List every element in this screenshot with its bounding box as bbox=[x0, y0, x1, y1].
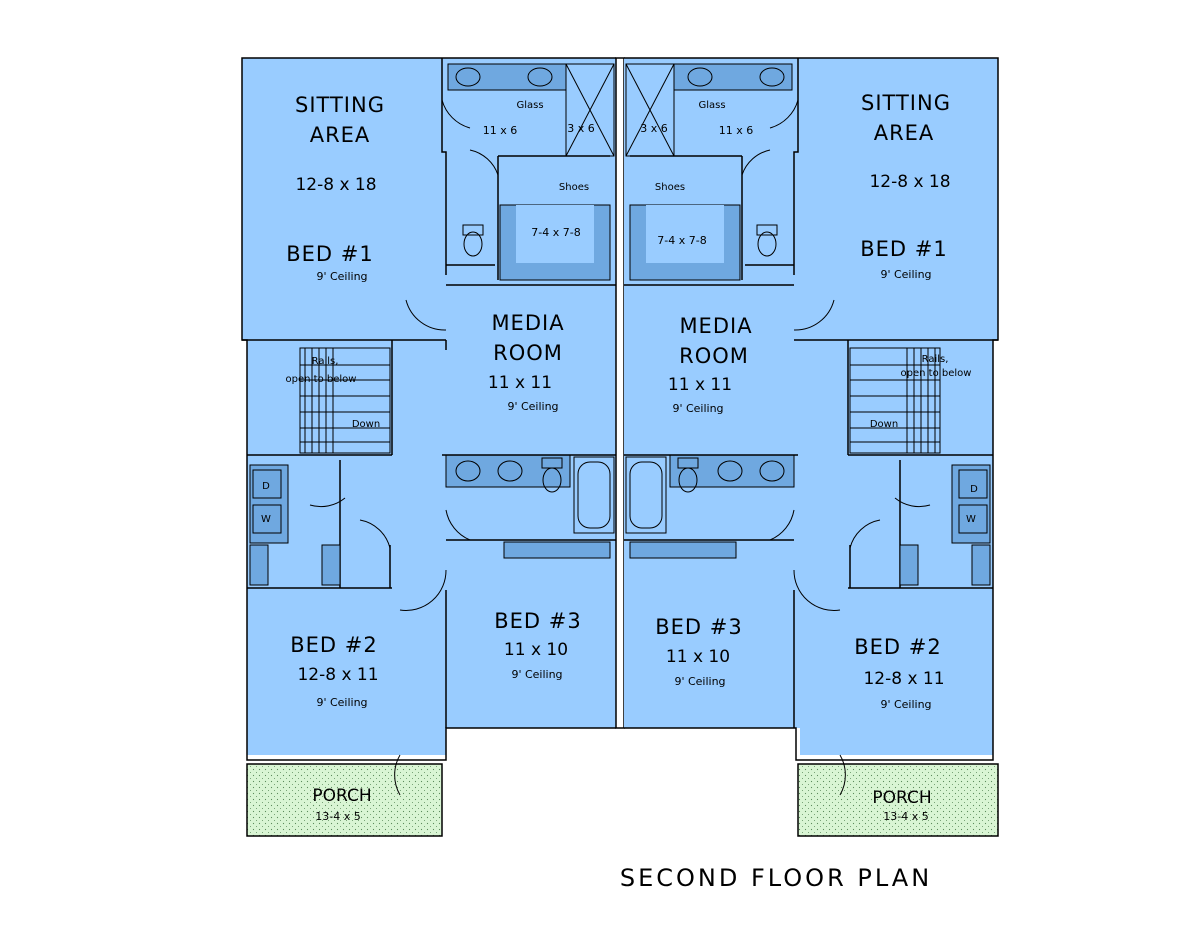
sink-icon bbox=[455, 460, 481, 482]
sink-icon bbox=[759, 460, 785, 482]
unit-right: SITTING AREA 12-8 x 18 BED #1 9' Ceiling… bbox=[624, 57, 999, 837]
dryer bbox=[252, 469, 282, 499]
washer-label: W bbox=[261, 514, 271, 525]
sitting-area-dimensions: 12-8 x 18 bbox=[295, 175, 376, 195]
bed3-dimensions: 11 x 10 bbox=[504, 640, 568, 660]
bath-dimensions: 11 x 6 bbox=[483, 124, 518, 137]
staircase bbox=[849, 347, 941, 454]
porch-area bbox=[797, 763, 999, 837]
sink-icon bbox=[497, 460, 523, 482]
unit-left: SITTING AREA 12-8 x 18 BED #1 9' Ceiling… bbox=[241, 57, 616, 837]
sitting-area-label: AREA bbox=[310, 123, 371, 147]
porch-area bbox=[246, 763, 443, 837]
shower-dimensions: 3 x 6 bbox=[567, 122, 595, 135]
bed2-dimensions: 12-8 x 11 bbox=[297, 665, 378, 685]
toilet-icon bbox=[462, 224, 484, 257]
porch-label: PORCH bbox=[872, 788, 931, 808]
sink-icon bbox=[759, 67, 785, 87]
toilet-icon bbox=[756, 224, 778, 257]
bathtub bbox=[625, 456, 667, 534]
toilet-icon bbox=[677, 457, 699, 493]
media-room-ceiling: 9' Ceiling bbox=[672, 402, 723, 415]
bed3-label: BED #3 bbox=[655, 615, 742, 639]
media-room-dimensions: 11 x 11 bbox=[488, 373, 552, 393]
bed3-label: BED #3 bbox=[494, 609, 581, 633]
open-below-note: open to below bbox=[286, 374, 357, 385]
closet-shelf bbox=[971, 544, 991, 586]
stair-down-label: Down bbox=[352, 419, 380, 430]
closet-shelf bbox=[249, 544, 269, 586]
sitting-area-label: SITTING bbox=[295, 93, 385, 117]
closet-dimensions: 7-4 x 7-8 bbox=[531, 226, 580, 239]
media-room-dimensions: 11 x 11 bbox=[668, 375, 732, 395]
glass-label: Glass bbox=[516, 100, 543, 111]
plan-title: SECOND FLOOR PLAN bbox=[620, 864, 932, 892]
bed1-ceiling: 9' Ceiling bbox=[880, 268, 931, 281]
bed1-ceiling: 9' Ceiling bbox=[316, 270, 367, 283]
sink-icon bbox=[687, 67, 713, 87]
bed3-ceiling: 9' Ceiling bbox=[511, 668, 562, 681]
open-below-note: open to below bbox=[901, 368, 972, 379]
media-room-label: ROOM bbox=[679, 344, 749, 368]
porch-dimensions: 13-4 x 5 bbox=[883, 810, 928, 823]
rails-note: Rails, bbox=[922, 354, 949, 365]
sitting-area-label: AREA bbox=[874, 121, 935, 145]
media-room-label: MEDIA bbox=[491, 311, 564, 335]
bed1-label: BED #1 bbox=[286, 242, 373, 266]
shoes-label: Shoes bbox=[655, 182, 685, 193]
bath-dimensions: 11 x 6 bbox=[719, 124, 754, 137]
closet-shelf bbox=[321, 544, 341, 586]
sitting-area-dimensions: 12-8 x 18 bbox=[869, 172, 950, 192]
vanity-counter-2 bbox=[669, 454, 795, 488]
closet-shelf bbox=[503, 541, 611, 559]
media-room-label: ROOM bbox=[493, 341, 563, 365]
dryer-label: D bbox=[970, 484, 978, 495]
bed2-label: BED #2 bbox=[290, 633, 377, 657]
closet-shelf bbox=[899, 544, 919, 586]
vanity-counter-2 bbox=[445, 454, 571, 488]
glass-label: Glass bbox=[698, 100, 725, 111]
washer bbox=[958, 504, 988, 534]
bed2-ceiling: 9' Ceiling bbox=[880, 698, 931, 711]
bed3-ceiling: 9' Ceiling bbox=[674, 675, 725, 688]
bed2-dimensions: 12-8 x 11 bbox=[863, 669, 944, 689]
exterior-wall bbox=[241, 57, 616, 761]
shoes-label: Shoes bbox=[559, 182, 589, 193]
sitting-area-label: SITTING bbox=[861, 91, 951, 115]
bed2-ceiling: 9' Ceiling bbox=[316, 696, 367, 709]
exterior-wall bbox=[624, 57, 999, 761]
laundry-counter bbox=[951, 464, 991, 544]
sink-icon bbox=[717, 460, 743, 482]
toilet-icon bbox=[541, 457, 563, 493]
rails-note: Rails, bbox=[312, 356, 339, 367]
washer-label: W bbox=[966, 514, 976, 525]
closet-dimensions: 7-4 x 7-8 bbox=[657, 234, 706, 247]
bed3-dimensions: 11 x 10 bbox=[666, 647, 730, 667]
sink-icon bbox=[527, 67, 553, 87]
staircase bbox=[299, 347, 391, 454]
media-room-label: MEDIA bbox=[679, 314, 752, 338]
sink-icon bbox=[455, 67, 481, 87]
porch-dimensions: 13-4 x 5 bbox=[315, 810, 360, 823]
party-wall bbox=[615, 57, 625, 729]
closet-shelf bbox=[629, 541, 737, 559]
bed1-label: BED #1 bbox=[860, 237, 947, 261]
dryer-label: D bbox=[262, 481, 270, 492]
stair-down-label: Down bbox=[870, 419, 898, 430]
bed2-label: BED #2 bbox=[854, 635, 941, 659]
shower-dimensions: 3 x 6 bbox=[640, 122, 668, 135]
dryer bbox=[958, 469, 988, 499]
laundry-counter bbox=[249, 464, 289, 544]
washer bbox=[252, 504, 282, 534]
porch-label: PORCH bbox=[312, 786, 371, 806]
bathtub bbox=[573, 456, 615, 534]
media-room-ceiling: 9' Ceiling bbox=[507, 400, 558, 413]
